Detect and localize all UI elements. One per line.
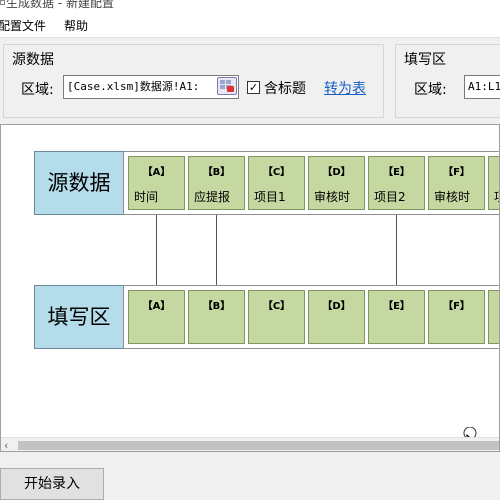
source-row-label: 源数据 — [34, 151, 124, 215]
column-letter: 【B】 — [202, 167, 231, 178]
convert-to-table-link[interactable]: 转为表 — [324, 81, 366, 97]
range-picker-icon[interactable] — [217, 77, 237, 95]
source-column[interactable]: 【D】 审核时 — [308, 156, 365, 210]
fill-area-panel: 填写区 区域: A1:L1 — [395, 44, 500, 118]
has-header-label[interactable]: 含标题 — [264, 81, 306, 97]
scroll-left-icon[interactable]: ‹ — [4, 439, 9, 452]
title-bar: 生成数据 - 新建配置 — [0, 0, 500, 10]
column-letter: 【D】 — [322, 301, 351, 312]
column-letter: 【E】 — [383, 167, 410, 178]
column-name: 项目1 — [254, 190, 286, 204]
column-letter: 【E】 — [383, 301, 410, 312]
scrollbar-thumb[interactable] — [18, 441, 499, 450]
column-letter: 【D】 — [322, 167, 351, 178]
fill-column[interactable]: 【D】 — [308, 290, 365, 344]
fill-column[interactable]: 【F】 — [428, 290, 485, 344]
source-column[interactable]: 【B】 应提报 — [188, 156, 245, 210]
column-name: 审核时 — [314, 190, 351, 204]
column-name: 项目2 — [374, 190, 406, 204]
mapping-line — [396, 215, 397, 285]
source-column[interactable]: 【A】 时间 — [128, 156, 185, 210]
app-icon — [0, 0, 5, 5]
fill-panel-title: 填写区 — [404, 52, 446, 68]
fill-column[interactable]: 【A】 — [128, 290, 185, 344]
fill-row-label: 填写区 — [34, 285, 124, 349]
menu-config-file[interactable]: 配置文件 — [0, 19, 47, 33]
fill-columns-row: 【A】 【B】 【C】 【D】 【E】 【F】 — [123, 285, 499, 349]
fill-column[interactable]: 【E】 — [368, 290, 425, 344]
source-data-panel: 源数据 区域: [Case.xlsm]数据源!A1: ✓ 含标题 转为表 — [3, 44, 384, 118]
fill-area-input[interactable]: A1:L1 — [464, 75, 500, 99]
column-letter: 【C】 — [262, 301, 291, 312]
source-columns-row: 【A】 时间 【B】 应提报 【C】 项目1 【D】 审核时 【E】 项目2 【… — [123, 151, 499, 215]
fill-column[interactable] — [488, 290, 499, 344]
menu-bar: 配置文件 帮助 — [0, 10, 500, 38]
column-letter: 【A】 — [142, 167, 171, 178]
horizontal-scrollbar[interactable]: ‹ — [1, 437, 499, 452]
menu-help[interactable]: 帮助 — [64, 19, 89, 33]
source-column[interactable]: 项 — [488, 156, 499, 210]
column-name: 应提报 — [194, 190, 231, 204]
fill-area-label: 区域: — [414, 82, 447, 98]
column-letter: 【F】 — [443, 301, 470, 312]
has-header-checkbox[interactable]: ✓ — [247, 81, 260, 94]
source-column[interactable]: 【F】 审核时 — [428, 156, 485, 210]
column-letter: 【B】 — [202, 301, 231, 312]
column-letter: 【A】 — [142, 301, 171, 312]
column-letter: 【F】 — [443, 167, 470, 178]
source-area-input[interactable]: [Case.xlsm]数据源!A1: — [63, 75, 239, 99]
source-column[interactable]: 【C】 项目1 — [248, 156, 305, 210]
source-panel-title: 源数据 — [12, 52, 54, 68]
mapping-canvas: 源数据 【A】 时间 【B】 应提报 【C】 项目1 【D】 审核时 【E】 项… — [0, 124, 500, 452]
column-name: 时间 — [134, 190, 159, 204]
fill-column[interactable]: 【B】 — [188, 290, 245, 344]
fill-column[interactable]: 【C】 — [248, 290, 305, 344]
column-letter: 【C】 — [262, 167, 291, 178]
column-name: 项 — [494, 188, 499, 205]
mapping-line — [156, 215, 157, 285]
column-name: 审核时 — [434, 190, 471, 204]
source-area-label: 区域: — [21, 82, 54, 98]
window-title: 生成数据 - 新建配置 — [6, 0, 114, 10]
start-entry-button[interactable]: 开始录入 — [0, 468, 104, 500]
mapping-line — [216, 215, 217, 285]
source-column[interactable]: 【E】 项目2 — [368, 156, 425, 210]
